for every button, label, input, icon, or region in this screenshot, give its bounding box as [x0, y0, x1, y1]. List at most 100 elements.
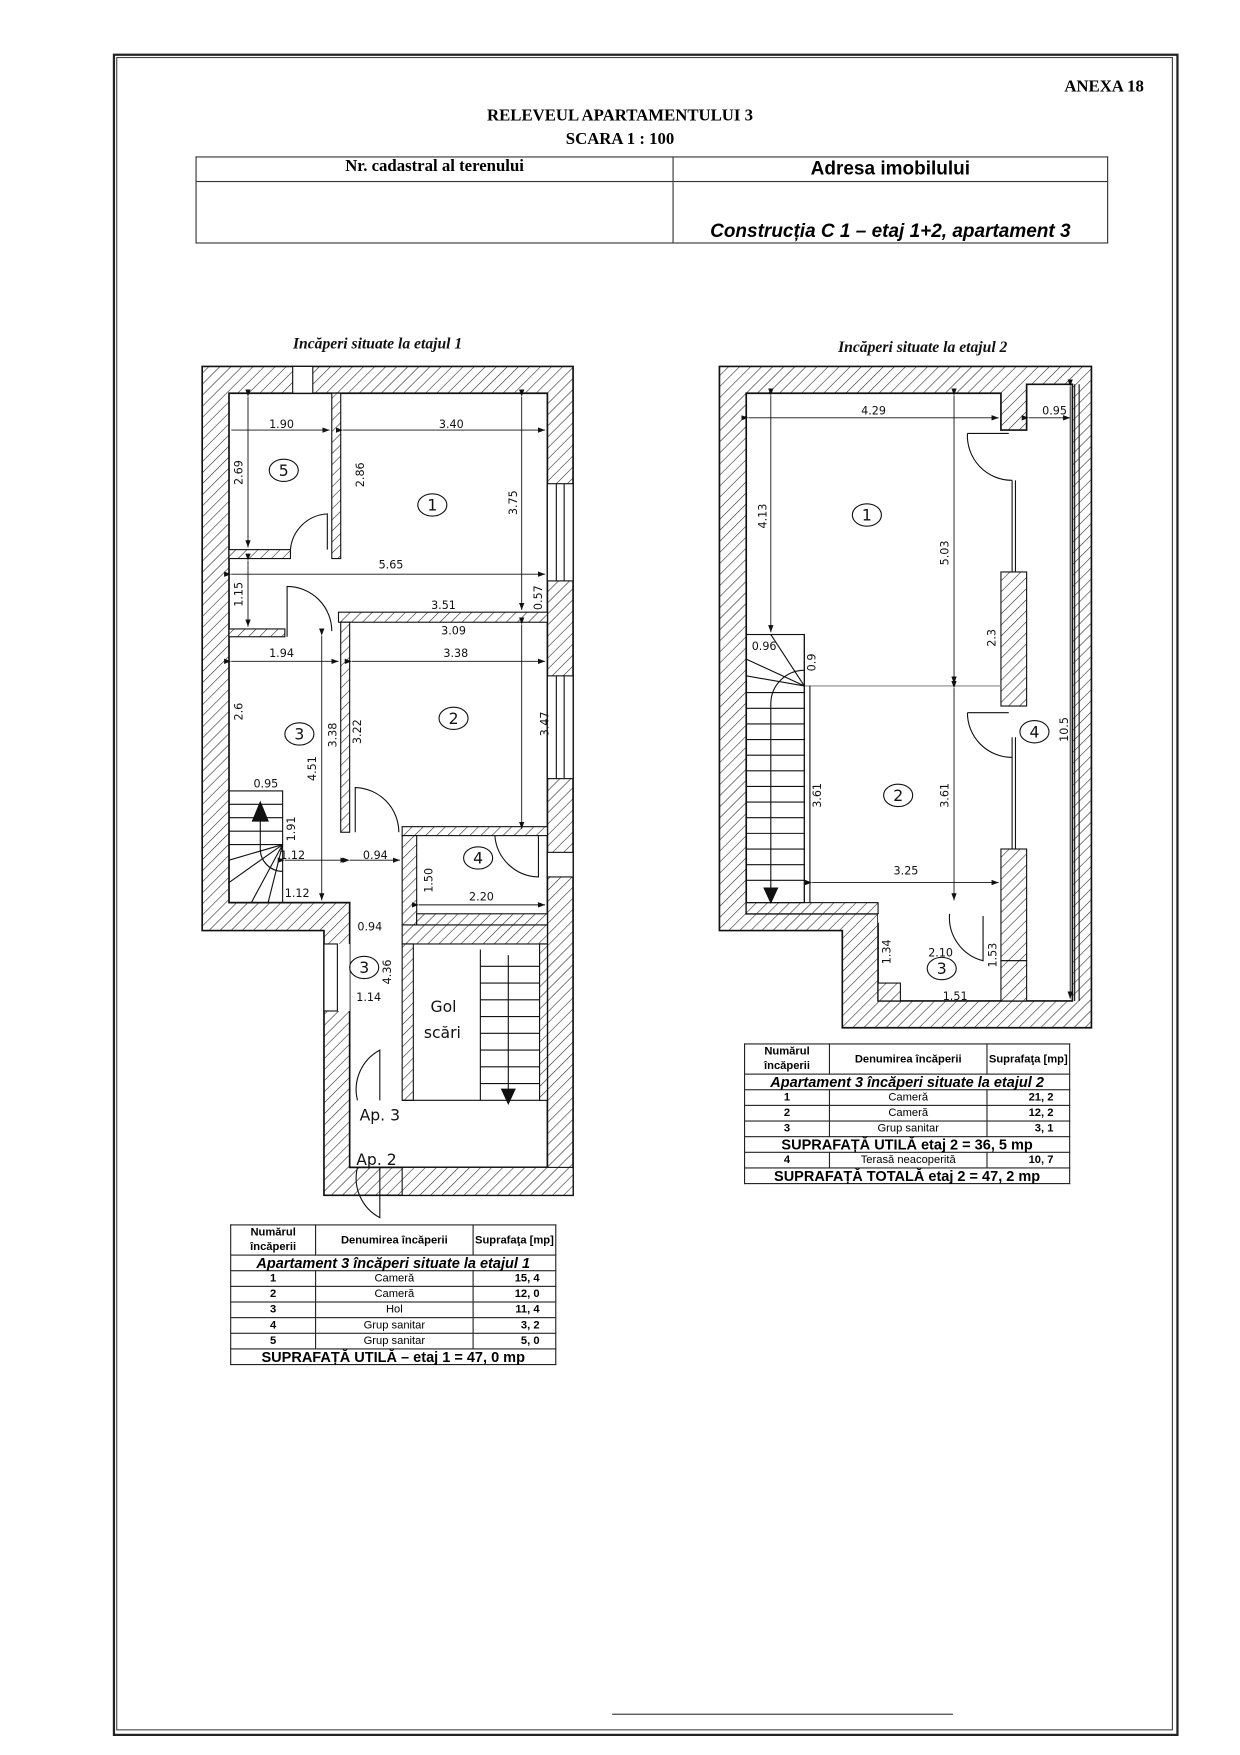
dim-label: 4.29: [861, 404, 886, 417]
table-subtitle: Apartament 3 încăperi situate la etajul …: [230, 1254, 557, 1272]
plan1-doors: [286, 513, 540, 1219]
apartment-entry-label: Ap. 2: [356, 1150, 396, 1169]
plan1-windows: [292, 365, 574, 1012]
address-header: Adresa imobilului: [672, 156, 1109, 183]
plan2-windows: [804, 384, 1080, 1001]
dim-label: 0.95: [253, 778, 278, 791]
dim-label: 3.75: [507, 490, 520, 515]
dim-label: 1.34: [880, 939, 893, 964]
room-number: 2: [230, 1285, 317, 1303]
dim-label: 3.51: [431, 599, 456, 612]
dim-label: 0.57: [532, 585, 545, 610]
dim-label: 1.12: [280, 849, 305, 862]
col-header: Suprafaţa [mp]: [472, 1224, 557, 1256]
dim-label: 2.69: [232, 460, 245, 485]
dim-label: 4.13: [756, 504, 769, 529]
col-header: Numărul încăperii: [744, 1043, 831, 1075]
room-name: Grup sanitar: [315, 1332, 474, 1350]
address-value: Construcția C 1 – etaj 1+2, apartament 3: [672, 180, 1109, 244]
room-number: 4: [1029, 722, 1039, 741]
room-number: 3: [937, 959, 947, 978]
plan-floor-1: Incăperi situate la etajul 1: [201, 336, 574, 1219]
dim-label: 4.51: [306, 756, 319, 781]
dim-label: 3.40: [439, 418, 464, 431]
dim-label: 1.15: [232, 582, 245, 607]
room-number: 2: [744, 1104, 831, 1122]
scale-label: SCARA 1 : 100: [565, 130, 675, 149]
useful-area-total: SUPRAFAȚĂ UTILĂ – etaj 1 = 47, 0 mp: [230, 1348, 557, 1366]
stair-void-label: scări: [424, 1023, 461, 1042]
room-number: 3: [230, 1301, 317, 1319]
apartment-entry-label: Ap. 3: [360, 1105, 400, 1124]
room-name: Terasă neacoperită: [828, 1151, 988, 1169]
room-number: 3: [294, 725, 304, 744]
dim-label: 5.65: [379, 559, 404, 572]
plan1-room-markers: 5 1 2 3 4 3: [268, 458, 494, 980]
dim-label: 0.95: [1042, 404, 1067, 417]
dim-label: 1.14: [356, 991, 381, 1004]
room-number: 3: [744, 1120, 831, 1138]
plan2-stairs: [745, 633, 811, 904]
dim-label: 4.36: [381, 959, 394, 984]
room-number: 5: [230, 1332, 317, 1350]
room-number: 4: [230, 1317, 317, 1334]
plan2-dimension-lines: [741, 379, 1073, 999]
room-name: Cameră: [315, 1270, 474, 1287]
col-header: Denumirea încăperii: [828, 1043, 988, 1075]
dim-label: 3.61: [811, 783, 824, 808]
dim-label: 3.25: [894, 865, 919, 878]
dim-label: 3.47: [539, 711, 552, 736]
room-number: 1: [427, 496, 437, 515]
plan1-title: Incăperi situate la etajul 1: [292, 336, 462, 353]
plan2-title: Incăperi situate la etajul 2: [837, 339, 1007, 356]
room-name: Cameră: [828, 1089, 988, 1106]
dim-label: 2.6: [232, 703, 245, 721]
dim-label: 1.53: [986, 943, 999, 968]
dim-label: 0.94: [363, 849, 388, 862]
room-name: Hol: [315, 1301, 474, 1319]
room-number: 2: [893, 786, 903, 805]
room-area: 3, 1: [986, 1120, 1071, 1138]
dim-label: 3.61: [938, 783, 951, 808]
page-border: [112, 53, 1179, 1737]
annex-label: ANEXA 18: [1064, 78, 1144, 97]
plan2-outer-walls: [718, 365, 1093, 1029]
dim-label: 0.9: [805, 654, 818, 672]
dim-label: 3.38: [326, 723, 339, 748]
room-name: Cameră: [828, 1104, 988, 1122]
room-number: 4: [473, 849, 483, 868]
room-area: 5, 0: [472, 1332, 557, 1350]
dim-label: 2.86: [354, 462, 367, 487]
dim-label: 2.10: [928, 946, 953, 959]
room-number: 5: [279, 461, 289, 480]
cadastral-value: [195, 180, 674, 244]
dim-label: 2.3: [985, 629, 998, 647]
plan-floor-2: Incăperi situate la etajul 2: [718, 339, 1093, 1029]
room-name: Cameră: [315, 1285, 474, 1303]
col-header: Suprafaţa [mp]: [986, 1043, 1071, 1075]
plan2-inner-walls: [745, 571, 1028, 1002]
plan2-dimension-labels: 4.29 0.95 4.13 5.03 2.3 0.96 0.9 10.5 3.…: [752, 404, 1071, 1002]
col-header: Denumirea încăperii: [315, 1224, 474, 1256]
room-number: 3: [359, 958, 369, 977]
dim-label: 3.38: [443, 647, 468, 660]
dim-label: 3.09: [441, 625, 466, 638]
dim-label: 0.96: [752, 640, 777, 653]
footer-line: [612, 1713, 953, 1715]
plan2-room-markers: 1 4 2 3: [851, 503, 1050, 981]
plan1-dimension-labels: 1.90 3.40 2.69 2.86 3.75 5.65 1.15 0.57 …: [232, 418, 551, 1169]
page-border-inner: [116, 56, 1173, 1731]
room-number: 1: [230, 1270, 317, 1287]
room-number: 4: [744, 1151, 831, 1169]
plan1-inner-walls: [228, 392, 574, 1196]
